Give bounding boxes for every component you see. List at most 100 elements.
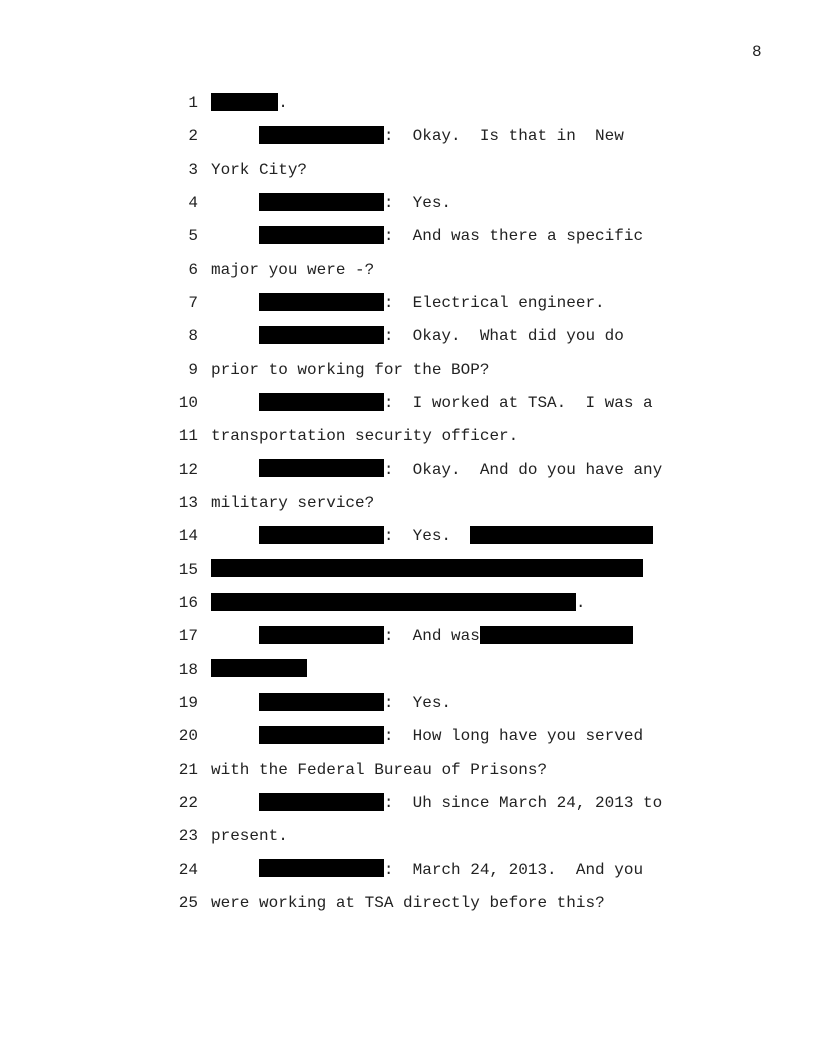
page-number: 8 bbox=[752, 43, 762, 61]
line-number: 5 bbox=[188, 227, 198, 246]
line-text-segment: : Electrical engineer. bbox=[383, 293, 605, 312]
transcript-line: 9 prior to working for the BOP? bbox=[150, 360, 489, 380]
line-text: military service? bbox=[211, 494, 374, 512]
line-text-segment: : Yes. bbox=[383, 193, 452, 212]
line-text: : Okay. And do you have any bbox=[211, 459, 662, 479]
redaction-box bbox=[211, 659, 308, 678]
redaction-box bbox=[259, 126, 384, 145]
line-text-segment: major you were -? bbox=[211, 260, 375, 279]
redaction-box bbox=[211, 92, 279, 111]
line-text: : Electrical engineer. bbox=[211, 292, 605, 312]
line-number: 14 bbox=[178, 527, 198, 546]
line-text-segment: : Okay. Is that in New bbox=[383, 127, 624, 146]
line-text: with the Federal Bureau of Prisons? bbox=[211, 761, 547, 779]
transcript-line: 2 : Okay. Is that in New bbox=[150, 126, 624, 146]
transcript-line: 23 present. bbox=[150, 826, 288, 846]
line-text-segment: : Yes. bbox=[383, 693, 452, 712]
redaction-box bbox=[259, 692, 384, 711]
line-number: 16 bbox=[178, 593, 198, 612]
line-text: York City? bbox=[211, 161, 307, 179]
line-number: 24 bbox=[178, 860, 198, 879]
line-text-segment: prior to working for the BOP? bbox=[211, 360, 490, 379]
line-number: 21 bbox=[178, 760, 198, 779]
line-number: 6 bbox=[188, 260, 198, 279]
redaction-box bbox=[259, 192, 384, 211]
line-text-segment: . bbox=[575, 593, 586, 612]
transcript-line: 8 : Okay. What did you do bbox=[150, 326, 624, 346]
redaction-box bbox=[259, 326, 384, 345]
line-number: 7 bbox=[188, 293, 198, 312]
line-text-segment: . bbox=[278, 94, 288, 112]
line-text: : How long have you served bbox=[211, 726, 644, 746]
line-number: 15 bbox=[178, 560, 198, 579]
transcript-line: 19 : Yes. bbox=[150, 692, 452, 713]
line-text-segment: : March 24, 2013. And you bbox=[383, 860, 644, 879]
transcript-line: 17: And was bbox=[150, 626, 634, 646]
line-text: : I worked at TSA. I was a bbox=[211, 392, 653, 412]
redaction-box bbox=[259, 792, 384, 811]
redaction-box bbox=[259, 726, 384, 745]
line-text: present. bbox=[211, 827, 288, 845]
transcript-line: 4 : Yes. bbox=[150, 192, 452, 213]
line-text: major you were -? bbox=[211, 261, 374, 279]
transcript-line: 20: How long have you served bbox=[150, 726, 643, 746]
transcript-line: 12: Okay. And do you have any bbox=[150, 459, 662, 480]
transcript-line: 10 : I worked at TSA. I was a bbox=[150, 392, 653, 413]
line-text: : Yes. bbox=[211, 192, 452, 212]
line-text: . bbox=[211, 92, 288, 112]
line-number: 19 bbox=[178, 693, 198, 712]
transcript-line: 3 York City? bbox=[150, 160, 307, 180]
line-text-segment: transportation security officer. bbox=[211, 427, 519, 446]
line-text-segment: : How long have you served bbox=[383, 727, 644, 746]
line-text: prior to working for the BOP? bbox=[211, 361, 489, 379]
line-text: : Yes. bbox=[211, 692, 452, 712]
transcript-line: 7 : Electrical engineer. bbox=[150, 292, 605, 313]
redaction-box bbox=[259, 226, 384, 245]
line-number: 10 bbox=[178, 393, 198, 412]
transcript-line: 16. bbox=[150, 592, 586, 613]
line-text-segment: military service? bbox=[211, 493, 375, 512]
transcript-line: 5 : And was there a specific bbox=[150, 226, 643, 246]
transcript-line: 14 : Yes. bbox=[150, 526, 653, 546]
line-text-segment: York City? bbox=[211, 160, 308, 179]
line-text-segment: : Uh since March 24, 2013 to bbox=[383, 793, 663, 812]
line-text: . bbox=[211, 592, 586, 612]
line-text-segment: : Okay. What did you do bbox=[383, 327, 624, 346]
transcript-line: 1. bbox=[150, 92, 288, 113]
redaction-box bbox=[211, 559, 644, 578]
redaction-box bbox=[259, 626, 384, 645]
transcript-line: 18 bbox=[150, 659, 308, 680]
line-text: : Okay. What did you do bbox=[211, 326, 624, 346]
line-text-segment: : Yes. bbox=[383, 527, 471, 546]
line-number: 8 bbox=[188, 327, 198, 346]
line-number: 4 bbox=[188, 193, 198, 212]
transcript-line: 22 : Uh since March 24, 2013 to bbox=[150, 792, 663, 813]
redaction-box bbox=[259, 292, 384, 311]
line-number: 18 bbox=[178, 660, 198, 679]
redaction-box bbox=[479, 626, 634, 645]
transcript-line: 21 with the Federal Bureau of Prisons? bbox=[150, 760, 547, 780]
line-text bbox=[211, 559, 644, 579]
line-text: : And was there a specific bbox=[211, 226, 644, 246]
line-text bbox=[211, 659, 308, 679]
line-text: transportation security officer. bbox=[211, 427, 518, 445]
redaction-box bbox=[211, 592, 576, 611]
transcript-line: 6 major you were -? bbox=[150, 260, 374, 280]
redaction-box bbox=[259, 526, 384, 545]
redaction-box bbox=[259, 392, 384, 411]
transcript-line: 24 : March 24, 2013. And you bbox=[150, 859, 644, 880]
redaction-box bbox=[259, 459, 384, 478]
line-number: 1 bbox=[188, 94, 198, 112]
line-number: 22 bbox=[178, 793, 198, 812]
line-text-segment: : I worked at TSA. I was a bbox=[383, 393, 653, 412]
line-number: 2 bbox=[188, 127, 198, 146]
line-number: 3 bbox=[188, 160, 198, 179]
line-text-segment: present. bbox=[211, 827, 288, 846]
line-text: : And was bbox=[211, 626, 634, 645]
line-text-segment: with the Federal Bureau of Prisons? bbox=[211, 760, 548, 779]
redaction-box bbox=[259, 859, 384, 878]
line-number: 9 bbox=[188, 360, 198, 379]
line-text-segment: : And was there a specific bbox=[383, 227, 644, 246]
line-number: 23 bbox=[178, 827, 198, 846]
